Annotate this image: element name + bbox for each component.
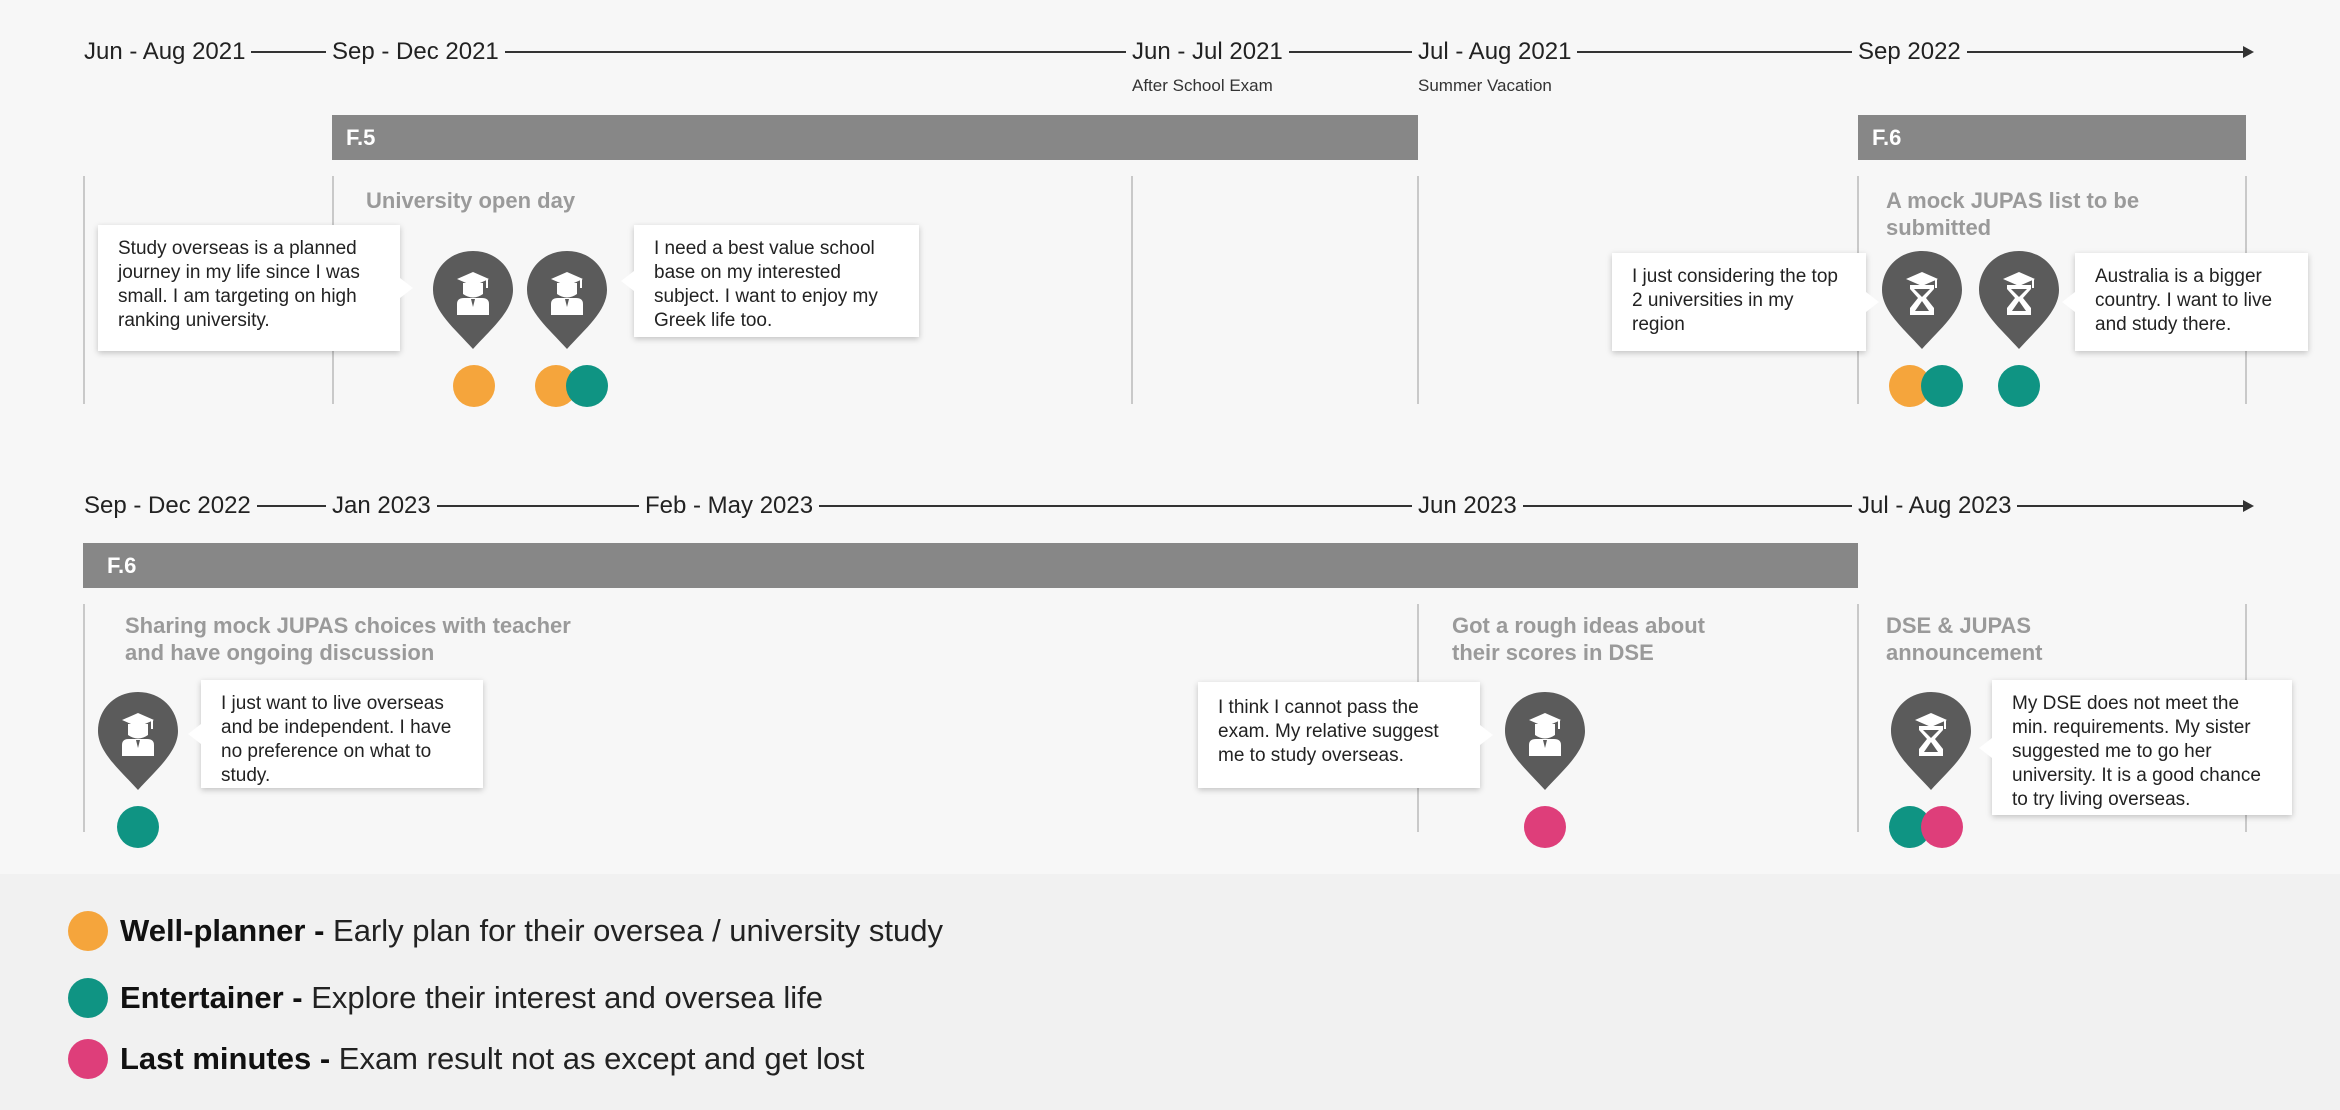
hourglass-pin-icon (1889, 690, 1973, 792)
quote-bubble: I just considering the top 2 universitie… (1612, 253, 1879, 351)
last-minutes-legend-dot (68, 1039, 108, 1079)
entertainer-legend-dot (68, 978, 108, 1018)
legend-name: Well-planner - (120, 913, 334, 948)
event-title: DSE & JUPAS announcement (1886, 613, 2043, 665)
legend-description: Explore their interest and oversea life (311, 980, 823, 1015)
period-label: Jan 2023 (326, 492, 437, 520)
graduate-pin-icon (431, 249, 515, 351)
last-minutes-dot (1921, 806, 1963, 848)
period-label: Sep 2022 (1852, 38, 1967, 66)
divider-line (83, 604, 85, 832)
phase-bar: F.6 (1858, 115, 2246, 160)
entertainer-dot (117, 806, 159, 848)
divider-line (1131, 176, 1133, 404)
divider-line (83, 176, 85, 404)
legend-name: Last minutes - (120, 1041, 339, 1076)
legend-description: Early plan for their oversea / universit… (333, 913, 943, 948)
entertainer-dot (566, 365, 608, 407)
period-label: Jun 2023 (1412, 492, 1523, 520)
period-note: After School Exam (1132, 76, 1273, 95)
quote-bubble: Study overseas is a planned journey in m… (98, 225, 413, 351)
period-label: Jun - Jul 2021 (1126, 38, 1289, 66)
well-planner-legend-dot (68, 911, 108, 951)
hourglass-pin-icon (1977, 249, 2061, 351)
period-label: Jul - Aug 2021 (1412, 38, 1578, 66)
well-planner-dot (453, 365, 495, 407)
period-label: Feb - May 2023 (639, 492, 820, 520)
phase-bar: F.6 (83, 543, 1858, 588)
graduate-pin-icon (96, 690, 180, 792)
legend-description: Exam result not as except and get lost (338, 1041, 865, 1076)
quote-bubble: I need a best value school base on my in… (621, 225, 919, 337)
quote-bubble: I just want to live overseas and be inde… (188, 680, 483, 788)
quote-bubble: Australia is a bigger country. I want to… (2062, 253, 2308, 351)
axis-arrow-icon (2243, 500, 2254, 512)
graduate-pin-icon (525, 249, 609, 351)
event-title: Sharing mock JUPAS choices with teacher … (125, 613, 571, 665)
legend-name: Entertainer - (120, 980, 312, 1015)
period-label: Jul - Aug 2023 (1852, 492, 2018, 520)
event-title: Got a rough ideas about their scores in … (1452, 613, 1706, 665)
legend-item-last-minutes: Last minutes - Exam result not as except… (68, 1037, 864, 1081)
period-label: Jun - Aug 2021 (78, 38, 252, 66)
divider-line (1417, 176, 1419, 404)
event-title: A mock JUPAS list to be submitted (1886, 188, 2140, 240)
legend-panel (0, 874, 2340, 1110)
period-label: Sep - Dec 2021 (326, 38, 505, 66)
period-note: Summer Vacation (1418, 76, 1552, 95)
legend-item-entertainer: Entertainer - Explore their interest and… (68, 976, 823, 1020)
divider-line (1857, 604, 1859, 832)
period-label: Sep - Dec 2022 (78, 492, 257, 520)
quote-bubble: My DSE does not meet the min. requiremen… (1979, 680, 2292, 815)
phase-bar: F.5 (332, 115, 1418, 160)
last-minutes-dot (1524, 806, 1566, 848)
entertainer-dot (1998, 365, 2040, 407)
entertainer-dot (1921, 365, 1963, 407)
event-title: University open day (366, 188, 576, 213)
quote-bubble: I think I cannot pass the exam. My relat… (1198, 682, 1493, 788)
graduate-pin-icon (1503, 690, 1587, 792)
timeline-axis-2 (82, 505, 2244, 507)
axis-arrow-icon (2243, 46, 2254, 58)
hourglass-pin-icon (1880, 249, 1964, 351)
legend-item-well-planner: Well-planner - Early plan for their over… (68, 909, 943, 953)
